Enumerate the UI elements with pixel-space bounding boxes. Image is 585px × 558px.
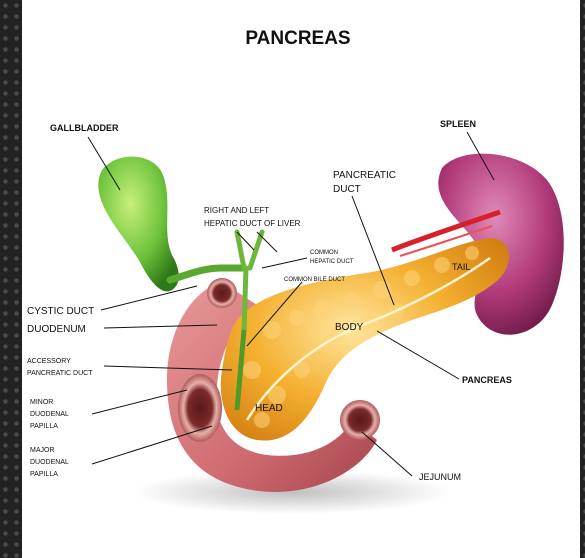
label-jejunum: JEJUNUM bbox=[419, 472, 461, 482]
label-tail: TAIL bbox=[452, 262, 470, 272]
duodenum-top-opening bbox=[207, 278, 237, 308]
cystic-duct-shape bbox=[170, 268, 244, 280]
label-spleen: SPLEEN bbox=[440, 119, 476, 129]
right-border-rail bbox=[580, 0, 585, 558]
label-minor-1: MINOR bbox=[30, 399, 53, 406]
label-cystic-duct: CYSTIC DUCT bbox=[27, 306, 94, 317]
duodenum-cut-opening bbox=[178, 374, 222, 442]
jejunum-opening bbox=[340, 400, 380, 440]
label-body: BODY bbox=[335, 322, 364, 333]
label-head: HEAD bbox=[255, 403, 283, 414]
label-major-3: PAPILLA bbox=[30, 471, 58, 478]
label-common-hepatic-1: COMMON bbox=[310, 250, 338, 256]
gallbladder-shape bbox=[98, 157, 178, 292]
label-gallbladder: GALLBLADDER bbox=[50, 123, 119, 133]
label-pancreas: PANCREAS bbox=[462, 375, 512, 385]
label-common-bile-duct: COMMON BILE DUCT bbox=[284, 277, 345, 283]
label-minor-2: DUODENAL bbox=[30, 411, 69, 418]
label-accessory-2: PANCREATIC DUCT bbox=[27, 370, 93, 377]
pancreas-illustration: PANCREAS GALLBLADDER SPLEEN PANCREATIC D… bbox=[22, 0, 580, 558]
label-hepatic-duct-1: RIGHT AND LEFT bbox=[204, 206, 269, 215]
label-major-2: DUODENAL bbox=[30, 459, 69, 466]
label-major-1: MAJOR bbox=[30, 447, 55, 454]
label-common-hepatic-2: HEPATIC DUCT bbox=[310, 259, 354, 265]
label-minor-3: PAPILLA bbox=[30, 423, 58, 430]
diagram-panel: PANCREAS GALLBLADDER SPLEEN PANCREATIC D… bbox=[22, 0, 580, 558]
left-border-rail bbox=[0, 0, 22, 558]
diagram-title: PANCREAS bbox=[245, 28, 350, 49]
label-pancreatic-duct-2: DUCT bbox=[333, 184, 361, 195]
label-pancreatic-duct-1: PANCREATIC bbox=[333, 170, 396, 181]
label-hepatic-duct-2: HEPATIC DUCT OF LIVER bbox=[204, 219, 301, 228]
label-duodenum: DUODENUM bbox=[27, 324, 86, 335]
label-accessory-1: ACCESSORY bbox=[27, 358, 71, 365]
